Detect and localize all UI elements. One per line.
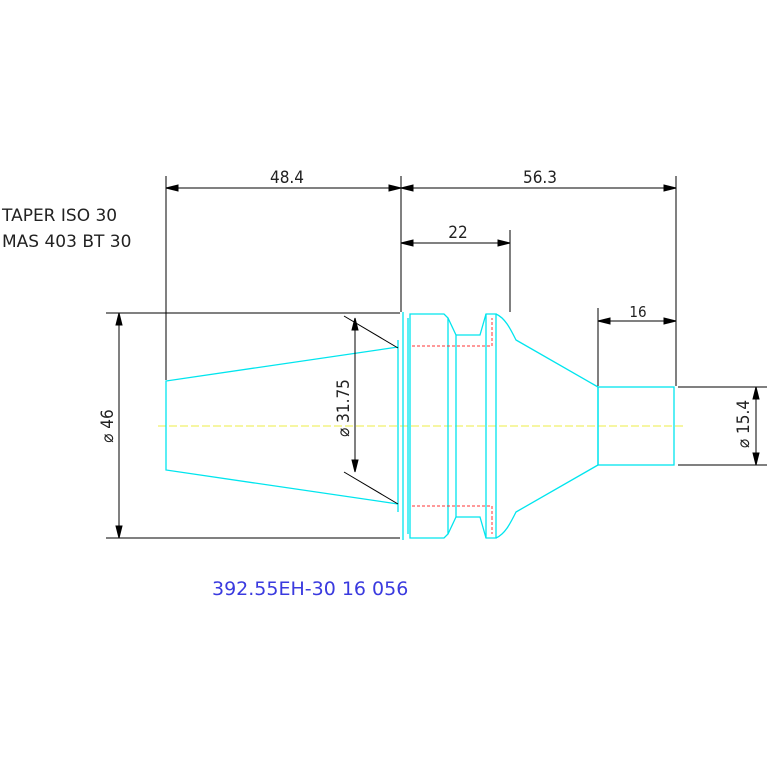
v-groove (456, 313, 497, 539)
toolholder-outline (165, 312, 675, 540)
dim-text-flange-length: 22 (448, 223, 467, 243)
dim-text-overall-length: 56.3 (523, 168, 557, 188)
dim-text-taper-length: 48.4 (270, 168, 304, 188)
dim-text-gauge-diameter: ⌀ 31.75 (334, 379, 354, 437)
taper-outline (165, 346, 399, 505)
neck-outline (495, 313, 599, 388)
note-mas-standard: MAS 403 BT 30 (2, 232, 131, 252)
dimension-lines (106, 176, 767, 539)
note-taper-standard: TAPER ISO 30 (1, 206, 117, 226)
hidden-lines (412, 318, 493, 534)
part-number: 392.55EH-30 16 056 (212, 578, 408, 600)
dim-text-outer-diameter: ⌀ 46 (98, 409, 118, 443)
dim-text-bore-diameter: ⌀ 15.4 (734, 400, 754, 448)
drawing-sheet (0, 0, 767, 600)
dim-text-bore-length: 16 (629, 303, 646, 321)
